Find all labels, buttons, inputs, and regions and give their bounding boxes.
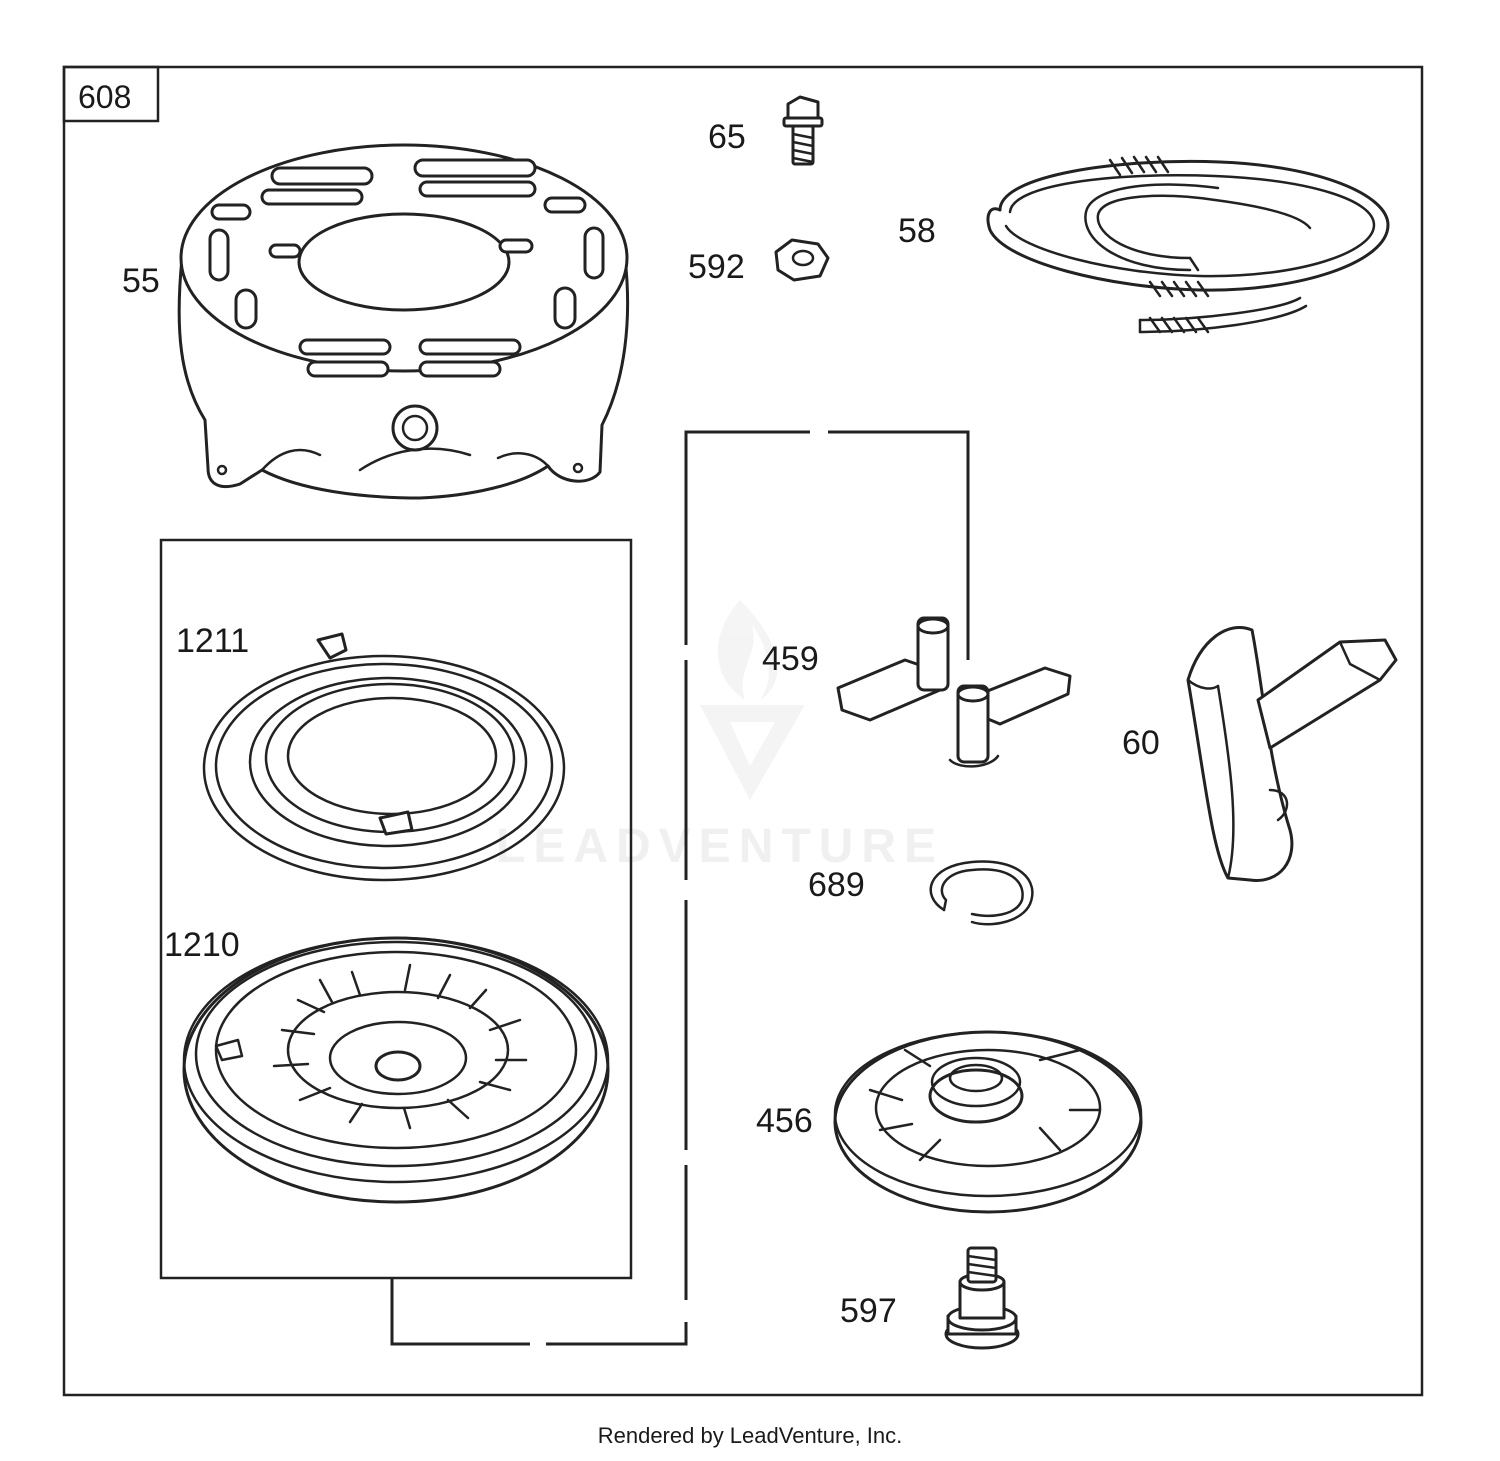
pawl-set-icon[interactable] [836,616,1072,768]
starter-rope-icon[interactable] [986,155,1390,334]
ratchet-icon[interactable] [833,1030,1143,1214]
part-label-689: 689 [808,866,865,904]
part-label-65: 65 [708,118,746,156]
assembly-number-box: 608 [62,65,160,123]
starter-handle-icon[interactable] [1186,625,1398,882]
spring-pulley-subassembly-box [159,538,633,1280]
part-label-58: 58 [898,212,936,250]
diagram-frame [62,65,1424,1397]
shoulder-screw-icon[interactable] [944,1246,1020,1350]
part-label-60: 60 [1122,724,1160,762]
watermark: LEADVENTURE [496,600,944,873]
part-label-456: 456 [756,1102,813,1140]
part-label-597: 597 [840,1292,897,1330]
hex-nut-icon[interactable] [774,238,830,282]
bolt-icon[interactable] [782,95,824,166]
retaining-ring-icon[interactable] [929,860,1034,926]
part-label-592: 592 [688,248,745,286]
recoil-housing-icon[interactable] [177,143,630,500]
footer-credit: Rendered by LeadVenture, Inc. [598,1423,903,1448]
part-label-1210: 1210 [164,926,240,964]
part-label-1211: 1211 [176,622,249,660]
subassembly-connector-lines [390,430,970,1346]
watermark-text: LEADVENTURE [496,820,944,873]
part-label-459: 459 [762,640,819,678]
recoil-spring-icon[interactable] [202,632,566,882]
part-label-55: 55 [122,262,160,300]
assembly-number: 608 [78,79,131,115]
pulley-icon[interactable] [182,936,610,1204]
